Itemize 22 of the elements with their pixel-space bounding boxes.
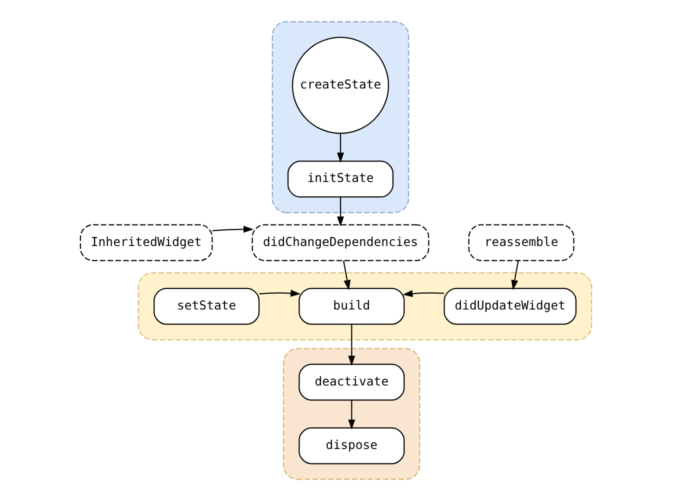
arrow xyxy=(343,260,351,290)
arrow xyxy=(511,260,519,290)
arrow xyxy=(402,290,444,298)
node-box: initState xyxy=(287,160,394,198)
node-box: didChangeDependencies xyxy=(252,224,430,262)
node-box: deactivate xyxy=(298,364,405,401)
node-box: didUpdateWidget xyxy=(444,288,577,325)
node-circle: createState xyxy=(292,36,390,134)
arrow xyxy=(259,290,301,297)
node-box: build xyxy=(298,288,405,325)
arrow xyxy=(336,196,344,226)
arrow xyxy=(348,400,356,430)
node-box: InheritedWidget xyxy=(80,224,213,262)
arrow xyxy=(348,324,356,366)
cluster xyxy=(272,21,410,214)
cluster xyxy=(138,272,592,340)
arrow xyxy=(336,134,344,163)
arrow xyxy=(212,226,254,233)
cluster xyxy=(283,348,420,480)
node-box: dispose xyxy=(298,427,405,464)
node-box: reassemble xyxy=(468,224,574,262)
node-box: setState xyxy=(154,288,260,325)
